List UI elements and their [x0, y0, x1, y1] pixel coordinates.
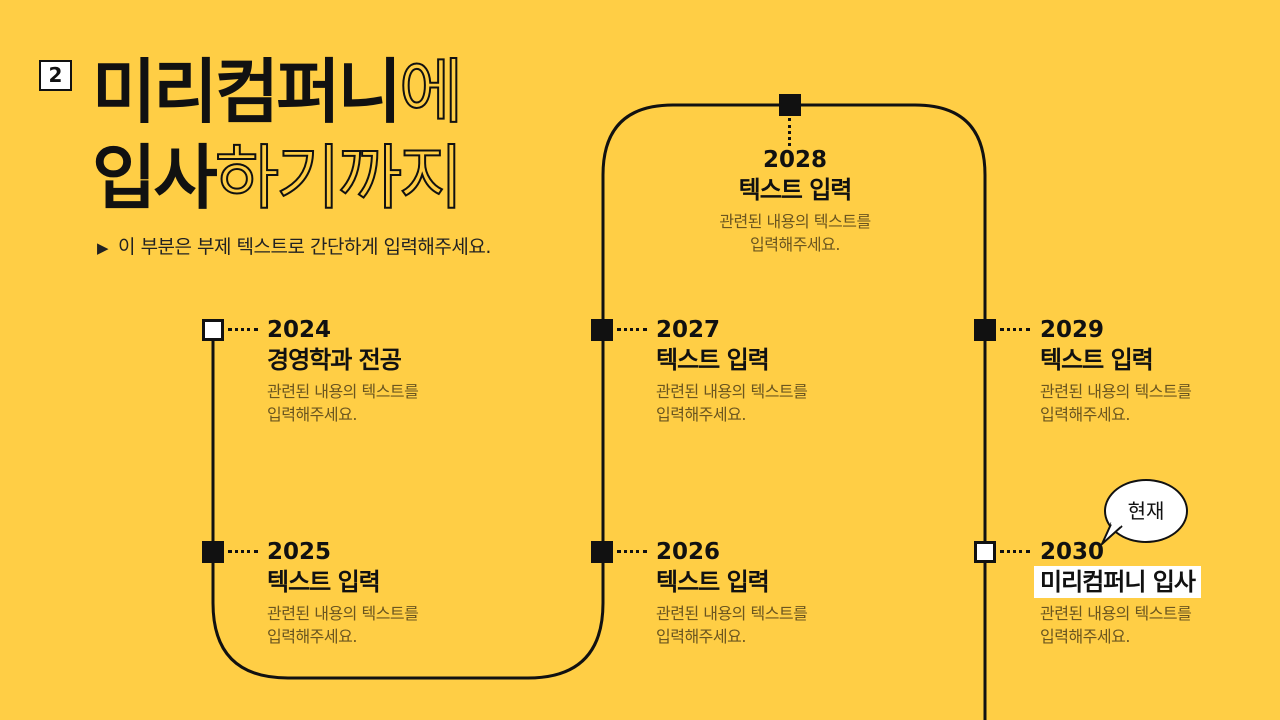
- subtitle: ▶ 이 부분은 부제 텍스트로 간단하게 입력해주세요.: [97, 232, 491, 259]
- entry-heading-highlighted: 미리컴퍼니 입사: [1034, 566, 1201, 598]
- timeline-node-2026: [591, 541, 613, 563]
- dotted-connector: [788, 118, 791, 146]
- play-arrow-icon: ▶: [97, 239, 109, 257]
- entry-heading: 경영학과 전공: [267, 346, 402, 374]
- timeline-node-2027: [591, 319, 613, 341]
- entry-year: 2025: [267, 539, 332, 565]
- entry-heading: 텍스트 입력: [656, 346, 770, 374]
- entry-heading: 텍스트 입력: [1040, 346, 1154, 374]
- speech-bubble-current: 현재: [1104, 479, 1188, 543]
- dotted-connector: [1000, 328, 1030, 331]
- entry-year: 2026: [656, 539, 721, 565]
- page-title-line-2: 입사하기까지: [92, 137, 465, 219]
- timeline-node-2028: [779, 94, 801, 116]
- timeline-node-2029: [974, 319, 996, 341]
- entry-heading: 텍스트 입력: [267, 568, 381, 596]
- entry-heading: 텍스트 입력: [656, 568, 770, 596]
- timeline-node-2024: [202, 319, 224, 341]
- dotted-connector: [617, 328, 647, 331]
- entry-year: 2027: [656, 317, 721, 343]
- timeline-node-2025: [202, 541, 224, 563]
- speech-bubble-tail-icon: [1101, 522, 1123, 545]
- dotted-connector: [228, 328, 258, 331]
- title-outline-text: 에: [398, 51, 464, 133]
- entry-year: 2028: [762, 147, 827, 173]
- entry-year: 2024: [267, 317, 332, 343]
- entry-heading: 텍스트 입력: [738, 176, 853, 204]
- dotted-connector: [617, 550, 647, 553]
- dotted-connector: [228, 550, 258, 553]
- entry-year: 2030: [1040, 539, 1105, 565]
- title-outline-text: 하기까지: [214, 137, 465, 219]
- title-solid-text: 미리컴퍼니: [92, 51, 402, 133]
- section-number-badge: 2: [39, 60, 72, 91]
- entry-year: 2029: [1040, 317, 1105, 343]
- dotted-connector: [1000, 550, 1030, 553]
- subtitle-text: 이 부분은 부제 텍스트로 간단하게 입력해주세요.: [118, 236, 491, 258]
- timeline-node-2030: [974, 541, 996, 563]
- title-solid-text: 입사: [92, 137, 218, 219]
- page-title-line-1: 미리컴퍼니에: [92, 51, 464, 133]
